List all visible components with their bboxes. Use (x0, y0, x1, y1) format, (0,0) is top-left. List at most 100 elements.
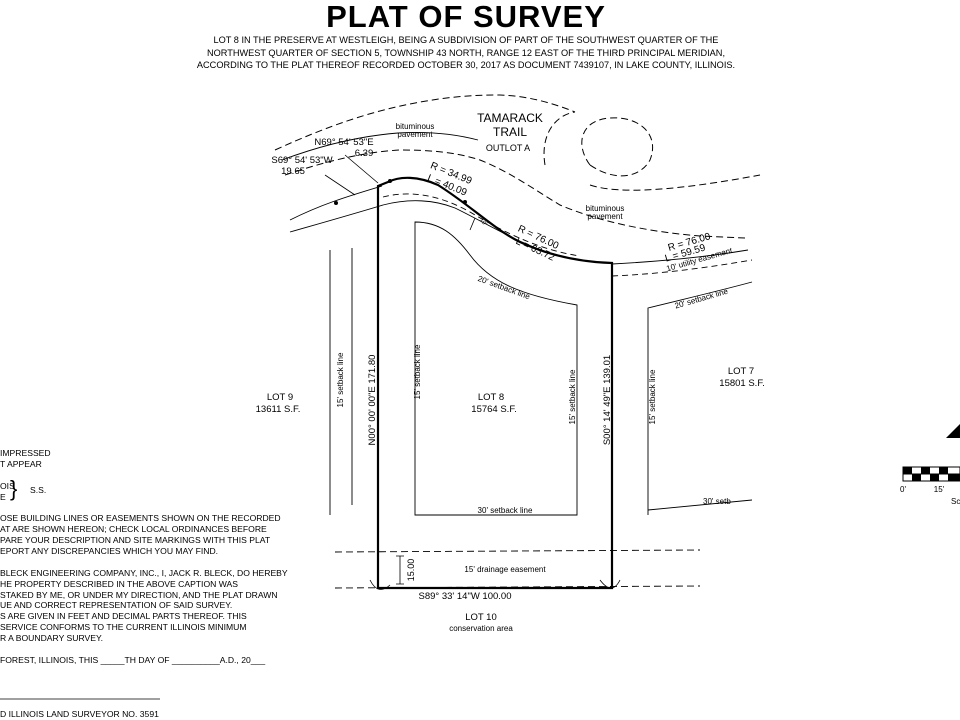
note-line: OSE BUILDING LINES OR EASEMENTS SHOWN ON… (0, 513, 281, 524)
note-line: AT ARE SHOWN HEREON; CHECK LOCAL ORDINAN… (0, 524, 267, 535)
note-line (0, 557, 320, 568)
drainage-easement-label: 15' drainage easement (464, 565, 546, 574)
pavement-label: bituminous (396, 122, 435, 131)
survey-marker (388, 179, 392, 183)
cul-de-sac-island (581, 117, 654, 177)
lot-7-setback-lines (647, 281, 753, 515)
brace-glyph: } (10, 476, 17, 501)
note-line: S ARE GIVEN IN FEET AND DECIMAL PARTS TH… (0, 611, 247, 622)
bearing-label-south: S89° 33' 14"W 100.00 (419, 591, 512, 602)
note-line: EPORT ANY DISCREPANCIES WHICH YOU MAY FI… (0, 546, 219, 557)
leader-line (344, 154, 379, 184)
road-name: TAMARACK (477, 111, 543, 125)
lot-9-area: 13611 S.F. (256, 404, 301, 415)
cul-de-sac-edge (543, 111, 761, 191)
scale-bar-block (930, 474, 939, 481)
note-line: D ILLINOIS LAND SURVEYOR NO. 3591 (0, 709, 159, 720)
dimension-tick (396, 555, 404, 585)
note-line (0, 666, 320, 677)
survey-marker (463, 200, 467, 204)
note-line: R A BOUNDARY SURVEY. (0, 633, 104, 644)
lot-10-sublabel: conservation area (449, 624, 513, 633)
scale-bar-block (903, 467, 912, 474)
lot-8-setback-lines (414, 221, 578, 516)
right-of-way-line (289, 185, 383, 221)
note-line: IMPRESSED (0, 448, 51, 458)
note-line: UE AND CORRECT REPRESENTATION OF SAID SU… (0, 600, 233, 611)
lot-9-label: LOT 9 (267, 392, 293, 403)
legal-description-line: NORTHWEST QUARTER OF SECTION 5, TOWNSHIP… (207, 47, 725, 58)
setback-label: 30' setb (703, 497, 731, 506)
tick-label: 10' (478, 217, 488, 227)
lot-10-label: LOT 10 (465, 612, 497, 623)
pavement-edge-north (274, 94, 576, 151)
setback-label: 20' setback line (477, 274, 532, 301)
setback-label: 15' setback line (413, 344, 422, 399)
note-line (0, 688, 320, 699)
note-line: BLECK ENGINEERING COMPANY, INC., I, JACK… (0, 567, 288, 578)
scale-label: Sc (951, 497, 960, 506)
outlot-label: OUTLOT A (486, 143, 530, 153)
bearing-label-east: S00° 14' 49"E 139.01 (602, 355, 613, 445)
scale-bar-block (912, 474, 921, 481)
note-line: SERVICE CONFORMS TO THE CURRENT ILLINOIS… (0, 622, 247, 633)
lot-8-area: 15764 S.F. (471, 404, 516, 415)
north-arrow-fragment (946, 424, 960, 438)
setback-label: 15' setback line (648, 369, 657, 424)
setback-label: 20' setback line (674, 287, 730, 311)
lot-8-boundary (376, 176, 614, 590)
drainage-easement-line (334, 549, 701, 553)
note-line (0, 470, 320, 481)
legal-description: LOT 8 IN THE PRESERVE AT WESTLEIGH, BEIN… (0, 34, 932, 72)
road-name: TRAIL (493, 125, 527, 139)
pavement-label: pavement (587, 212, 623, 221)
setback-label: 30' setback line (478, 506, 533, 515)
lot-7-setback-30 (647, 499, 753, 511)
legal-description-line: LOT 8 IN THE PRESERVE AT WESTLEIGH, BEIN… (213, 35, 719, 45)
ss-label: S.S. (30, 485, 46, 495)
distance-label: 19.65 (281, 166, 305, 177)
utility-easement-line (382, 193, 581, 257)
scale-zero: 0' (900, 485, 906, 494)
note-line (0, 502, 320, 513)
survey-marker (334, 201, 338, 205)
distance-label: 6.39 (355, 148, 374, 159)
lot-7-label: LOT 7 (728, 366, 754, 377)
note-line: T APPEAR (0, 458, 42, 469)
note-line (0, 644, 320, 655)
page-title: PLAT OF SURVEY (326, 0, 606, 34)
scale-fifteen: 15' (934, 485, 945, 494)
corner-arc (599, 579, 621, 589)
corner-arc (369, 579, 391, 590)
note-line: E (0, 491, 6, 502)
legal-description-line: ACCORDING TO THE PLAT THEREOF RECORDED O… (196, 60, 736, 70)
leader-line (324, 174, 356, 196)
scale-bar-block (948, 474, 960, 481)
note-line: HE PROPERTY DESCRIBED IN THE ABOVE CAPTI… (0, 578, 238, 589)
note-line: PARE YOUR DESCRIPTION AND SITE MARKINGS … (0, 535, 271, 546)
bearing-label: S69° 54' 53"W (271, 155, 332, 166)
utility-easement-line (611, 259, 753, 277)
scale-bar-block (939, 467, 948, 474)
pavement-label: bituminous (586, 204, 625, 213)
note-line: OIS (0, 480, 15, 491)
note-line: FOREST, ILLINOIS, THIS _____TH DAY OF __… (0, 654, 266, 665)
note-line: STAKED BY ME, OR UNDER MY DIRECTION, AND… (0, 589, 278, 600)
lot-7-area: 15801 S.F. (719, 378, 764, 389)
pavement-label: pavement (397, 130, 433, 139)
setback-label: 15' setback line (568, 369, 577, 424)
setback-label: 15' setback line (336, 352, 345, 407)
bearing-label: N69° 54' 53"E (314, 137, 373, 148)
utility-tick (469, 217, 476, 231)
drainage-easement-line (334, 585, 701, 589)
note-line (0, 698, 320, 709)
note-line (0, 677, 320, 688)
pavement-edge-south (284, 149, 746, 239)
right-of-way-line (281, 131, 479, 161)
scale-bar-block (921, 467, 930, 474)
bearing-label-west: N00° 00' 00"E 171.80 (367, 355, 378, 446)
drainage-width-label: 15.00 (406, 559, 416, 582)
lot-8-label: LOT 8 (478, 392, 504, 403)
